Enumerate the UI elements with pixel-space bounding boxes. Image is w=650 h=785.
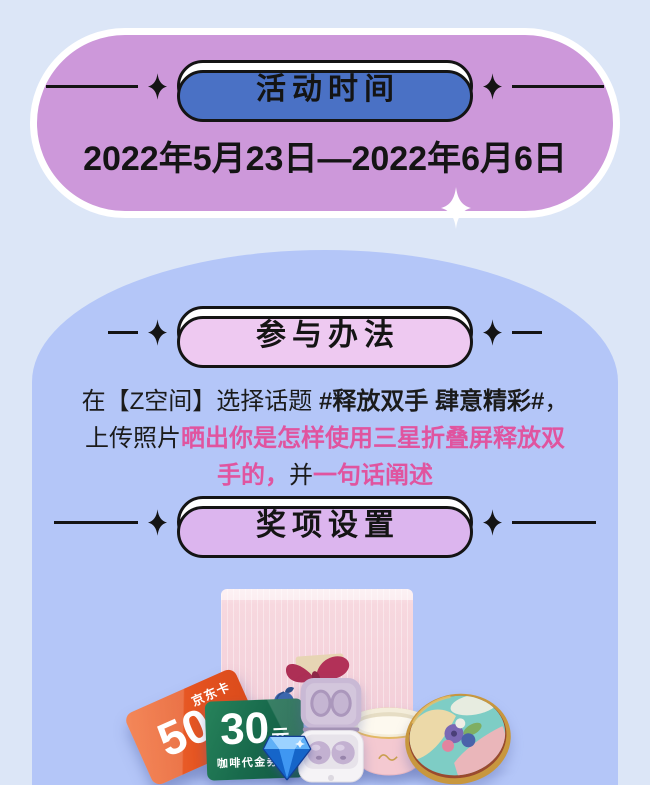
instruction-line-3: 手的，并一句话阐述 [217,462,433,489]
sparkle-icon [483,72,502,100]
divider-line [512,520,596,524]
sparkle-icon [483,318,502,346]
instruction-line-1: 在【Z空间】选择话题 #释放双手 肆意精彩#， [81,388,569,415]
diamond-icon [262,735,312,781]
divider-line [54,520,138,524]
section-header-time: 活动时间 [0,60,650,122]
sparkle-icon [148,318,167,346]
divider-line [46,84,138,88]
divider-line [512,330,542,334]
divider-line [108,330,138,334]
divider-line [512,84,604,88]
section-header-method: 参与办法 [0,306,650,368]
gift-box-lid-edge [221,589,413,600]
instruction-line-2: 上传照片晒出你是怎样使用三星折叠屏释放双 [85,425,565,452]
prizes-badge: 奖项设置 [177,496,473,558]
cushion-compact-lid-image [405,693,511,785]
topic-hashtag: #释放双手 肆意精彩# [318,388,545,415]
sparkle-icon [483,508,502,536]
time-badge: 活动时间 [177,60,473,122]
participation-instructions: 在【Z空间】选择话题 #释放双手 肆意精彩#， 上传照片晒出你是怎样使用三星折叠… [0,383,650,494]
sparkle-icon [148,508,167,536]
method-badge: 参与办法 [177,306,473,368]
section-header-prizes: 奖项设置 [0,496,650,558]
white-sparkle-icon [441,187,471,229]
activity-date-range: 2022年5月23日—2022年6月6日 [83,140,567,178]
galaxy-buds-image [298,678,364,783]
sparkle-icon [148,72,167,100]
activity-time-card [30,28,620,218]
